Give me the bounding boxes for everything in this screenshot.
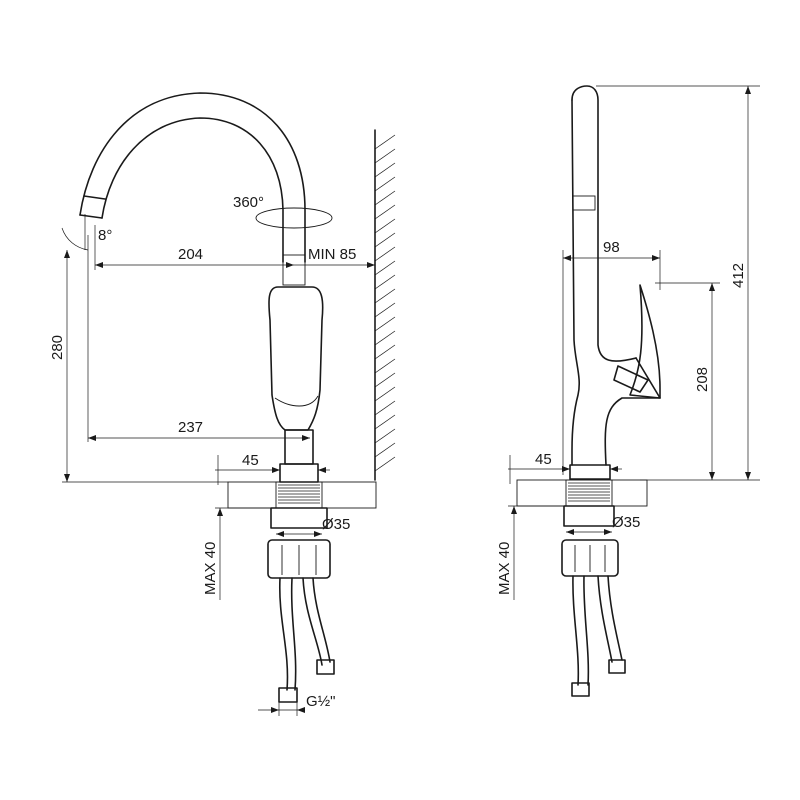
rotation-dimension: 360° — [233, 194, 264, 211]
side-lever-height-dimension: 208 — [694, 367, 711, 392]
hatch-line — [374, 162, 396, 178]
side-view: 412 208 98 45 Ø35 — [496, 85, 760, 697]
side-lever-reach-dimension: 98 — [603, 239, 620, 256]
side-base-width-dimension: 45 — [535, 451, 552, 468]
hatch-line — [374, 414, 396, 430]
hatch-line — [374, 232, 396, 248]
hatch-line — [374, 274, 396, 290]
hatch-line — [374, 176, 396, 192]
spout-angle-dimension: 8° — [98, 227, 112, 244]
hatch-line — [374, 288, 396, 304]
wall-clearance-dimension: MIN 85 — [308, 246, 356, 263]
hatch-line — [374, 134, 396, 150]
side-supply-hoses — [571, 575, 626, 697]
wall — [374, 129, 396, 481]
height-dimension: 280 — [49, 335, 66, 360]
base-width-dimension: 45 — [242, 452, 259, 469]
outlet-reach-dimension: 237 — [178, 419, 203, 436]
hatch-line — [374, 260, 396, 276]
hatch-line — [374, 442, 396, 458]
faucet-body — [268, 286, 324, 483]
side-countertop — [516, 479, 648, 507]
hatch-line — [374, 456, 396, 472]
side-dimensions: 412 208 98 45 Ø35 — [496, 85, 760, 600]
hatch-line — [374, 386, 396, 402]
hatch-line — [374, 330, 396, 346]
side-spout — [571, 85, 637, 466]
side-lever — [604, 284, 661, 466]
mounting-nut — [267, 507, 331, 579]
hatch-line — [374, 316, 396, 332]
supply-hoses — [278, 577, 335, 703]
hatch-line — [374, 428, 396, 444]
side-thread-diameter-dimension: Ø35 — [612, 514, 640, 531]
hatch-line — [374, 148, 396, 164]
hatch-line — [374, 344, 396, 360]
hatch-line — [374, 372, 396, 388]
reach-dimension: 204 — [178, 246, 203, 263]
max-thickness-dimension: MAX 40 — [202, 542, 219, 595]
hatch-line — [374, 400, 396, 416]
hatch-line — [374, 218, 396, 234]
hatch-line — [374, 302, 396, 318]
side-max-thickness-dimension: MAX 40 — [496, 542, 513, 595]
side-total-height-dimension: 412 — [730, 263, 747, 288]
spout — [79, 92, 306, 286]
hatch-line — [374, 204, 396, 220]
side-mounting-nut — [561, 505, 619, 577]
hatch-line — [374, 190, 396, 206]
connection-dimension: G½" — [306, 693, 336, 710]
rotation-ellipse — [255, 207, 333, 229]
countertop — [227, 481, 377, 509]
hatch-line — [374, 358, 396, 374]
front-view: 204 MIN 85 237 280 8° 360° — [49, 92, 396, 716]
thread-diameter-dimension: Ø35 — [322, 516, 350, 533]
hatch-line — [374, 246, 396, 262]
front-dimensions: 204 MIN 85 237 280 8° 360° — [49, 194, 375, 716]
